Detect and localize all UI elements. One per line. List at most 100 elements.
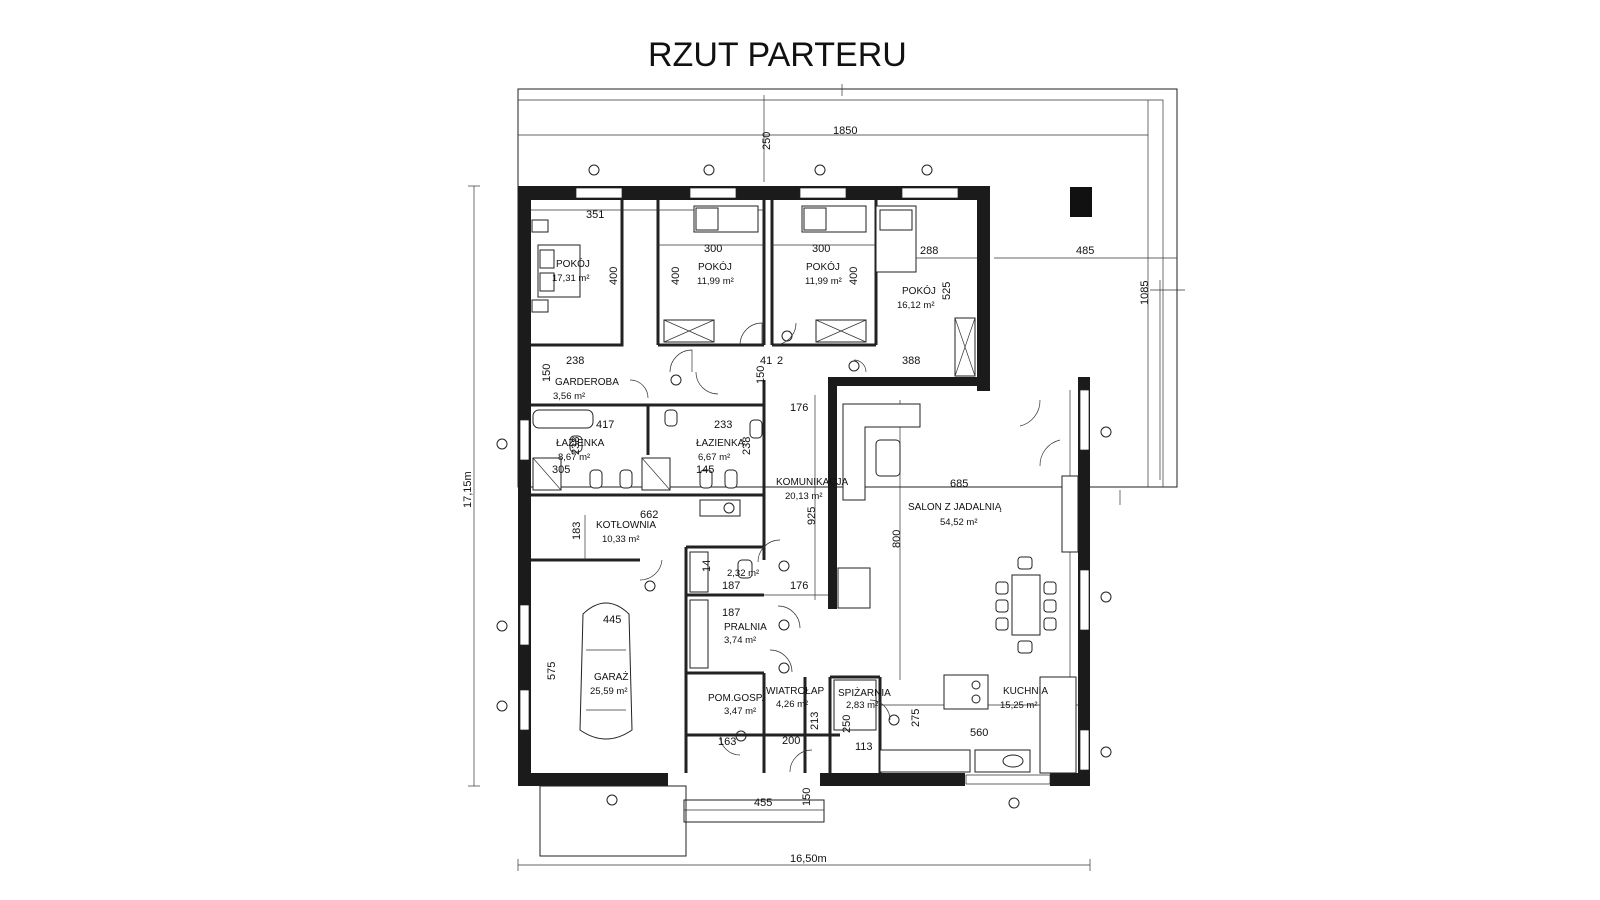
svg-text:GARAŻ: GARAŻ: [594, 670, 628, 683]
svg-text:400: 400: [848, 267, 860, 285]
room-pokoj-3: POKÓJ 11,99 m²: [805, 260, 842, 287]
svg-text:455: 455: [754, 797, 772, 809]
svg-text:17,15m: 17,15m: [462, 471, 474, 508]
svg-text:POKÓJ: POKÓJ: [902, 284, 936, 297]
svg-text:2,83 m²: 2,83 m²: [846, 700, 878, 711]
svg-text:925: 925: [806, 507, 818, 525]
room-labels: POKÓJ 17,31 m² POKÓJ 11,99 m² POKÓJ 11,9…: [552, 257, 1048, 717]
svg-text:400: 400: [670, 267, 682, 285]
svg-text:183: 183: [571, 522, 583, 540]
svg-text:445: 445: [603, 614, 621, 626]
svg-text:800: 800: [891, 530, 903, 548]
chimney-icon: [1070, 187, 1092, 217]
svg-text:KOMUNIKACJA: KOMUNIKACJA: [776, 477, 849, 488]
svg-text:SALON Z JADALNIĄ: SALON Z JADALNIĄ: [908, 502, 1002, 513]
svg-text:16,12 m²: 16,12 m²: [897, 300, 935, 311]
dining-table-icon: [1011, 574, 1041, 636]
svg-text:ŁAZIENKA: ŁAZIENKA: [696, 438, 745, 449]
fridge-icon: [837, 567, 871, 609]
room-pokoj-2: POKÓJ 11,99 m²: [697, 260, 734, 287]
svg-text:485: 485: [1076, 245, 1094, 257]
room-pokoj-4: POKÓJ 16,12 m²: [897, 284, 936, 311]
car-icon: [579, 602, 633, 740]
furniture: [531, 205, 1079, 857]
svg-text:14: 14: [701, 560, 713, 572]
svg-text:150: 150: [755, 366, 767, 384]
svg-text:54,52 m²: 54,52 m²: [940, 517, 978, 528]
svg-text:400: 400: [608, 267, 620, 285]
windows: [519, 187, 1090, 785]
svg-text:525: 525: [941, 282, 953, 300]
entrance-steps: [683, 799, 825, 823]
svg-text:113: 113: [855, 741, 873, 753]
svg-text:163: 163: [718, 736, 736, 748]
svg-text:200: 200: [782, 735, 800, 747]
svg-text:176: 176: [790, 402, 808, 414]
room-pokoj-1: POKÓJ 17,31 m²: [552, 257, 590, 284]
axis-markers: [496, 164, 1112, 809]
room-wc: 2,32 m²: [727, 568, 759, 579]
svg-text:PRALNIA: PRALNIA: [724, 622, 767, 633]
svg-text:250: 250: [761, 132, 773, 150]
coffee-table-icon: [875, 439, 901, 477]
utility-cabinet-icon: [689, 599, 709, 669]
svg-text:POKÓJ: POKÓJ: [806, 260, 840, 273]
svg-text:4,26 m²: 4,26 m²: [776, 699, 808, 710]
svg-text:288: 288: [920, 245, 938, 257]
svg-text:GARDEROBA: GARDEROBA: [555, 377, 619, 388]
svg-text:41: 41: [760, 355, 772, 367]
svg-text:POKÓJ: POKÓJ: [698, 260, 732, 273]
svg-text:8,67 m²: 8,67 m²: [558, 452, 590, 463]
bathtub-icon: [532, 409, 594, 429]
svg-text:187: 187: [722, 607, 740, 619]
room-salon: SALON Z JADALNIĄ 54,52 m²: [908, 502, 1002, 528]
svg-text:560: 560: [970, 727, 988, 739]
room-garaz: GARAŻ 25,59 m²: [590, 670, 628, 697]
room-wiatrolap: WIATROŁAP 4,26 m²: [766, 686, 824, 710]
svg-text:238: 238: [741, 437, 753, 455]
svg-text:WIATROŁAP: WIATROŁAP: [766, 686, 824, 697]
kitchen-counter-icon: [1039, 676, 1077, 774]
svg-text:300: 300: [812, 243, 830, 255]
room-lazienka-1: ŁAZIENKA 8,67 m²: [556, 438, 605, 463]
svg-text:1085: 1085: [1139, 281, 1151, 305]
svg-text:662: 662: [640, 509, 658, 521]
door-swings: [629, 322, 1061, 773]
pantry-shelf-icon: [833, 679, 877, 731]
svg-text:575: 575: [546, 662, 558, 680]
svg-text:176: 176: [790, 580, 808, 592]
svg-text:685: 685: [950, 478, 968, 490]
dimension-labels: 1850 250 485 1085 17,15m 16,50m 351 300 …: [462, 125, 1151, 865]
room-kuchnia: KUCHNIA 15,25 m²: [1000, 686, 1048, 711]
svg-text:10,33 m²: 10,33 m²: [602, 534, 640, 545]
svg-text:2,32 m²: 2,32 m²: [727, 568, 759, 579]
plan-title: RZUT PARTERU: [648, 36, 907, 74]
room-garderoba: GARDEROBA 3,56 m²: [553, 377, 619, 402]
svg-text:KUCHNIA: KUCHNIA: [1003, 686, 1048, 697]
fireplace-icon: [1061, 475, 1079, 553]
svg-text:300: 300: [704, 243, 722, 255]
svg-text:150: 150: [801, 788, 813, 806]
svg-text:1850: 1850: [833, 125, 857, 137]
room-spizarnia: SPIŻARNIA 2,83 m²: [838, 686, 891, 711]
svg-text:15,25 m²: 15,25 m²: [1000, 700, 1038, 711]
chair-icon: [1017, 556, 1033, 570]
svg-text:ŁAZIENKA: ŁAZIENKA: [556, 438, 605, 449]
svg-text:11,99 m²: 11,99 m²: [697, 276, 734, 287]
room-pom-gosp: POM.GOSP. 3,47 m²: [708, 693, 764, 717]
room-komunikacja: KOMUNIKACJA 20,13 m²: [776, 477, 849, 502]
svg-text:11,99 m²: 11,99 m²: [805, 276, 842, 287]
svg-text:6,67 m²: 6,67 m²: [698, 452, 730, 463]
svg-text:187: 187: [722, 580, 740, 592]
svg-text:POM.GOSP.: POM.GOSP.: [708, 693, 764, 704]
svg-text:305: 305: [552, 464, 570, 476]
toilet-icon: [569, 435, 583, 453]
svg-text:351: 351: [586, 209, 604, 221]
svg-text:238: 238: [566, 355, 584, 367]
sofa-icon: [842, 403, 921, 501]
svg-text:3,47 m²: 3,47 m²: [724, 706, 756, 717]
svg-text:250: 250: [841, 715, 853, 733]
svg-text:233: 233: [714, 419, 732, 431]
svg-text:25,59 m²: 25,59 m²: [590, 686, 628, 697]
